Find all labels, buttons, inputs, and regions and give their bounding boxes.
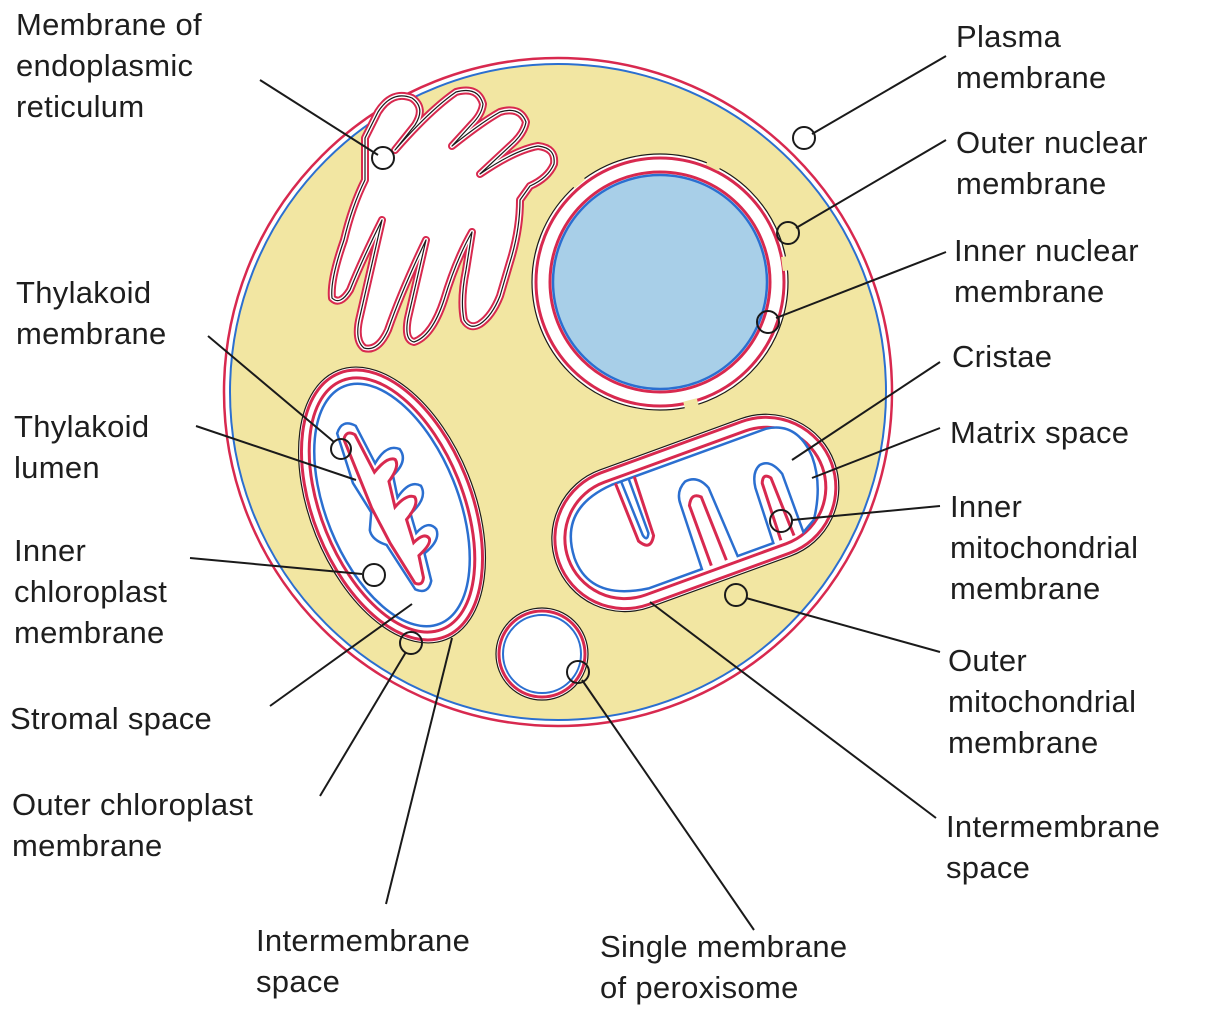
- leader-line-peroxisome: [582, 680, 754, 930]
- label-line: lumen: [14, 447, 149, 488]
- label-line: Intermembrane: [256, 920, 470, 961]
- nuclear-pore: [782, 262, 798, 264]
- leader-line-er: [260, 80, 378, 155]
- label-inner-nuclear: Inner nuclear membrane: [954, 230, 1139, 312]
- label-line: Inner: [14, 530, 167, 571]
- label-plasma-membrane: Plasma membrane: [956, 16, 1107, 98]
- label-line: Plasma: [956, 16, 1107, 57]
- label-thylakoid-membrane: Thylakoid membrane: [16, 272, 167, 354]
- label-line: Matrix space: [950, 412, 1129, 453]
- label-line: Stromal space: [10, 698, 212, 739]
- label-thylakoid-lumen: Thylakoid lumen: [14, 406, 149, 488]
- label-peroxisome: Single membrane of peroxisome: [600, 926, 847, 1008]
- label-inner-chloroplast: Inner chloroplast membrane: [14, 530, 167, 653]
- label-line: Intermembrane: [946, 806, 1160, 847]
- leader-line-outer-chloro: [320, 652, 406, 796]
- label-outer-chloroplast: Outer chloroplast membrane: [12, 784, 253, 866]
- label-line: membrane: [12, 825, 253, 866]
- label-intermembrane-chloroplast: Intermembrane space: [256, 920, 470, 1002]
- nuclear-pore: [690, 400, 694, 416]
- label-membrane-er: Membrane of endoplasmic reticulum: [16, 4, 202, 127]
- label-line: Inner nuclear: [954, 230, 1139, 271]
- label-stromal-space: Stromal space: [10, 698, 212, 739]
- nuclear-pore: [568, 170, 580, 184]
- label-outer-mitochondrial: Outer mitochondrial membrane: [948, 640, 1136, 763]
- label-line: membrane: [956, 57, 1107, 98]
- label-matrix-space: Matrix space: [950, 412, 1129, 453]
- label-line: endoplasmic: [16, 45, 202, 86]
- label-line: Outer chloroplast: [12, 784, 253, 825]
- leader-line-plasma: [812, 56, 946, 134]
- label-line: Inner: [950, 486, 1138, 527]
- label-line: membrane: [954, 271, 1139, 312]
- label-intermembrane-mitochondrial: Intermembrane space: [946, 806, 1160, 888]
- label-line: reticulum: [16, 86, 202, 127]
- label-line: Outer: [948, 640, 1136, 681]
- label-line: Cristae: [952, 336, 1052, 377]
- label-line: Membrane of: [16, 4, 202, 45]
- label-line: Single membrane: [600, 926, 847, 967]
- marker-plasma: [793, 127, 815, 149]
- label-cristae: Cristae: [952, 336, 1052, 377]
- label-line: membrane: [16, 313, 167, 354]
- label-inner-mitochondrial: Inner mitochondrial membrane: [950, 486, 1138, 609]
- leader-line-intermembrane-mito: [650, 602, 936, 818]
- label-line: mitochondrial: [948, 681, 1136, 722]
- label-line: Outer nuclear: [956, 122, 1148, 163]
- nuclear-pore: [712, 152, 720, 168]
- label-line: space: [256, 961, 470, 1002]
- label-line: of peroxisome: [600, 967, 847, 1008]
- label-line: chloroplast: [14, 571, 167, 612]
- label-line: Thylakoid: [14, 406, 149, 447]
- label-line: membrane: [956, 163, 1148, 204]
- nuclear-pore: [520, 334, 536, 340]
- label-line: mitochondrial: [950, 527, 1138, 568]
- peroxisome-body: [496, 608, 588, 700]
- label-line: membrane: [948, 722, 1136, 763]
- label-line: space: [946, 847, 1160, 888]
- nucleoplasm: [553, 175, 767, 389]
- label-outer-nuclear: Outer nuclear membrane: [956, 122, 1148, 204]
- label-line: Thylakoid: [16, 272, 167, 313]
- peroxisome: [496, 608, 588, 700]
- label-line: membrane: [14, 612, 167, 653]
- label-line: membrane: [950, 568, 1138, 609]
